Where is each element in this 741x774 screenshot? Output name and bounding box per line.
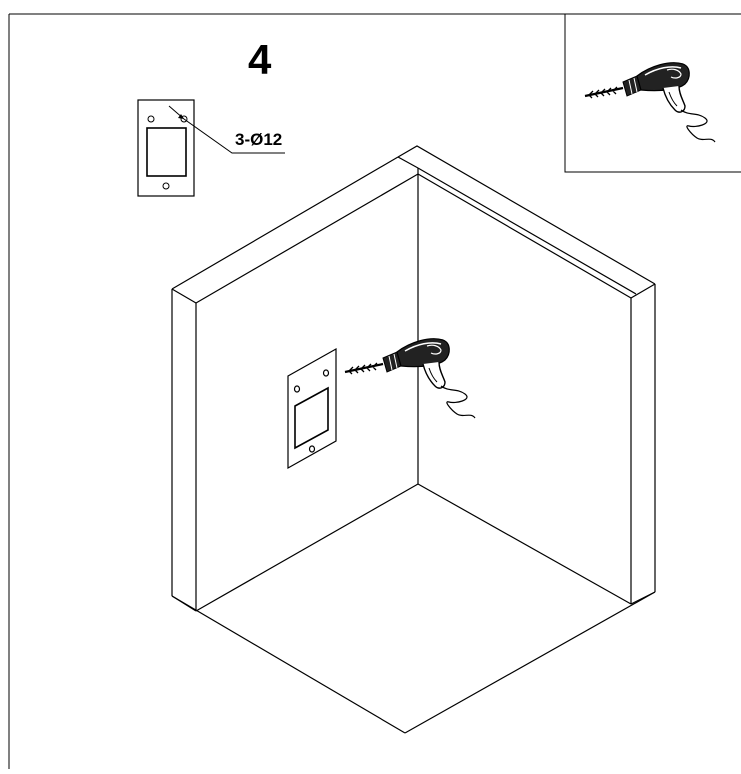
wall-corner — [171, 145, 656, 734]
step-number: 4 — [248, 36, 272, 83]
drill-icon — [583, 61, 717, 144]
hole-spec-label: 3-Ø12 — [235, 130, 283, 149]
page-frame — [8, 13, 741, 769]
mounting-plate-detail — [137, 99, 285, 197]
wall-mounted-plate — [287, 347, 337, 470]
drill-icon — [343, 337, 477, 420]
drill-detail-inset — [564, 14, 741, 173]
